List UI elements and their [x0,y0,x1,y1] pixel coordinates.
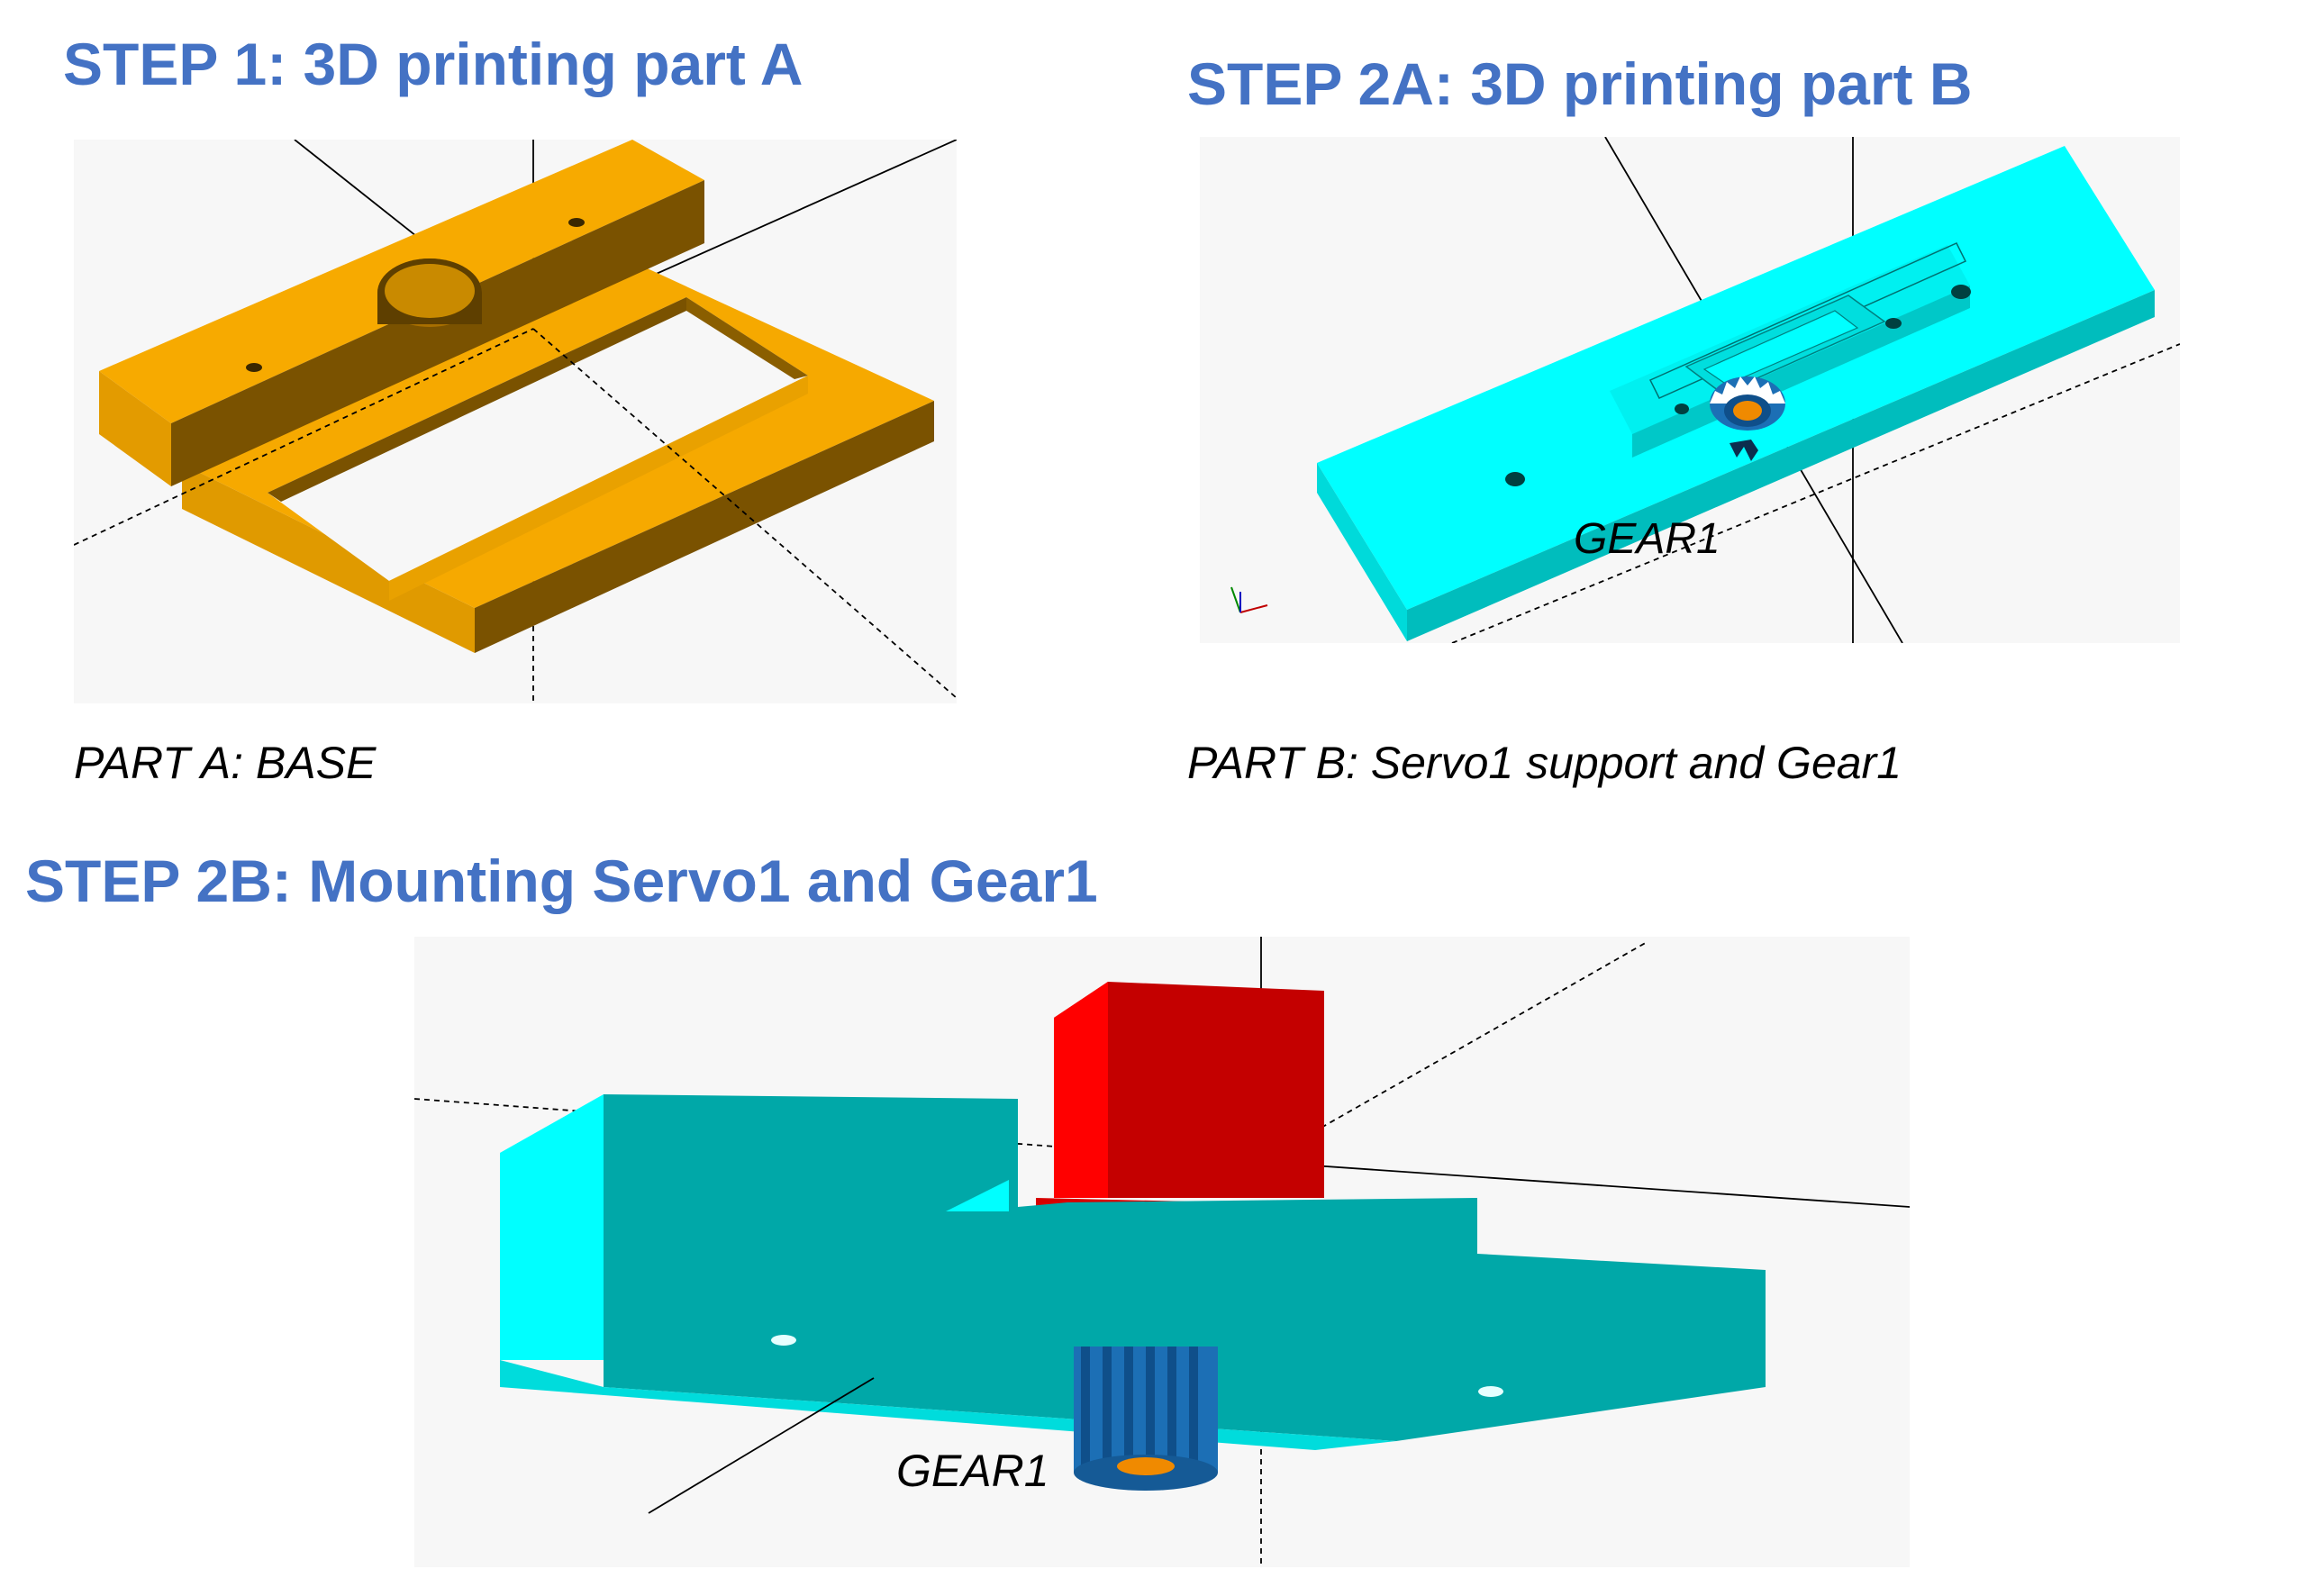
assembly-model: GEAR1 [414,937,1910,1567]
base-plate [182,266,934,653]
mount-hole-left [771,1335,796,1346]
axes-gizmo [1230,586,1268,613]
servo1 [1036,982,1423,1234]
part-b-viewport: GEAR1 [1200,137,2180,643]
gear1-label: GEAR1 [1574,515,1720,563]
part-a-viewport [74,140,957,703]
part-a-model [74,140,957,703]
screw-hole-right [568,218,585,227]
window-cutout [268,297,808,581]
axis-y-neg [648,1377,875,1514]
mount-hole-right [1478,1386,1503,1397]
part-a-caption: PART A: BASE [74,738,377,788]
mount-hole-right [1951,285,1971,299]
back-block [99,140,704,486]
gear1 [1074,1347,1218,1491]
part-b-model: GEAR1 [1230,137,2180,643]
gear1 [1710,376,1785,461]
gear-hub [1733,401,1762,421]
gear-hub [1117,1457,1175,1475]
step2a-title: STEP 2A: 3D printing part B [1187,50,1973,117]
mount-hole-left [1505,472,1525,486]
axis-y [1260,940,1649,1163]
step1-title: STEP 1: 3D printing part A [63,31,803,97]
assembly-viewport: GEAR1 [414,937,1910,1567]
axis-x-neg [74,328,534,546]
gear1-label: GEAR1 [896,1446,1049,1496]
step2b-title: STEP 2B: Mounting Servo1 and Gear1 [25,848,1098,914]
part-b-caption: PART B: Servo1 support and Gear1 [1187,738,1902,788]
axis-x [1260,1161,1910,1208]
axis-y-neg [532,328,957,699]
screw-hole-left [246,363,262,372]
axis-x [1451,343,2180,643]
